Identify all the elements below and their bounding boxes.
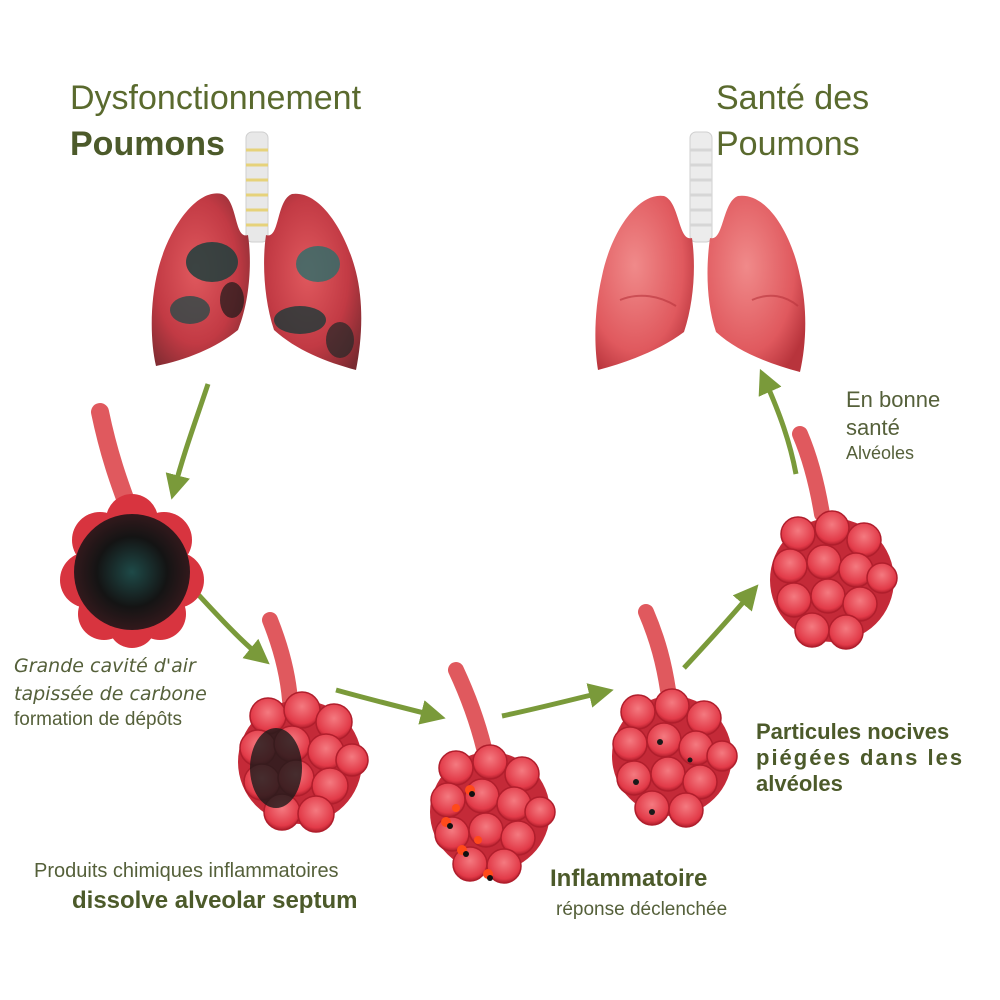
cycle-arrow-icon [165,368,799,725]
healthy-label-line1: En bonne [846,387,941,412]
healthy-label-line3: Alvéoles [846,443,915,463]
particles-label-line2: piégées dans les [756,745,965,770]
cavity-label-line3: formation de dépôts [14,709,182,730]
damaged-lungs-icon [151,131,362,370]
left-title-line1: Dysfonctionnement [70,79,362,117]
particles-label-line3: alvéoles [756,771,843,796]
left-title-line2: Poumons [70,125,225,163]
right-title-line1: Santé des [716,79,870,117]
alveoli-cluster-icon [430,662,556,884]
alveoli-cluster-icon [238,612,369,833]
inflam-label-line2: réponse déclenchée [556,899,728,920]
chem-label-line2: dissolve alveolar septum [72,887,358,914]
healthy-lungs-icon [595,131,806,372]
chem-label-line1: Produits chimiques inflammatoires [34,860,339,882]
right-title-line2: Poumons [716,125,860,163]
inflam-label-line1: Inflammatoire [550,865,708,892]
healthy-label-line2: santé [846,415,900,440]
particles-label-line1: Particules nocives [756,719,950,744]
cavity-label-line1: Grande cavité d'air [14,655,196,677]
alveoli-cluster-icon [612,604,738,828]
cavity-label-line2: tapissée de carbone [14,683,207,705]
alveoli-cluster-icon [60,403,204,648]
alveoli-cluster-icon [770,426,898,650]
